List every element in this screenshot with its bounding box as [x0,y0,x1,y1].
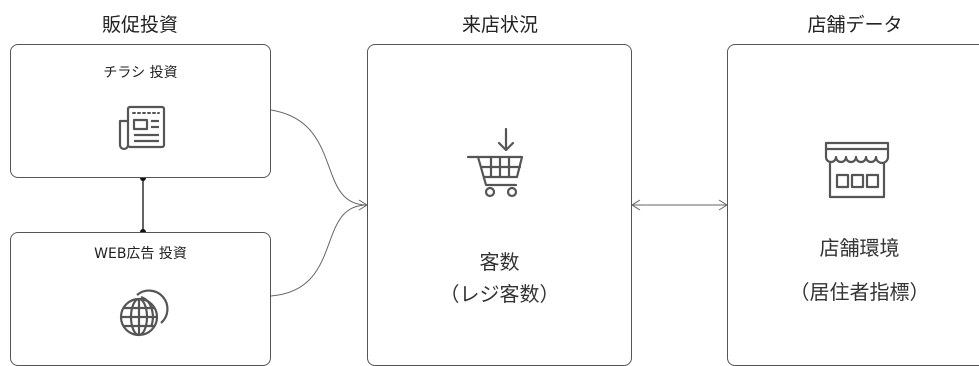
store-data-heading: 店舗データ [807,14,903,36]
store-environment-box: 店舗環境 （居住者指標） [727,44,979,366]
web-ad-investment-label: WEB広告 投資 [94,246,187,262]
flyer-investment-label: チラシ 投資 [103,65,178,81]
newspaper-icon [118,105,166,151]
left-arrowhead [631,199,641,211]
store-visit-heading: 来店状況 [461,14,538,36]
register-count-label: （レジ客数） [439,282,560,306]
promo-investment-heading: 販促投資 [101,14,178,36]
flyer-investment-box: チラシ 投資 [10,44,271,178]
resident-indicator-label: （居住者指標） [789,280,930,304]
visitor-count-label: 客数 [479,250,520,274]
store-environment-label: 店舗環境 [819,236,900,260]
web-ad-investment-box: WEB広告 投資 [10,232,271,366]
storefront-icon [824,141,890,199]
shopping-cart-icon [466,127,524,198]
visitor-count-box: 客数 （レジ客数） [367,44,632,366]
flyer-to-visitors-connector [270,109,368,206]
webad-to-visitors-connector [270,204,368,297]
globe-icon [119,289,169,337]
